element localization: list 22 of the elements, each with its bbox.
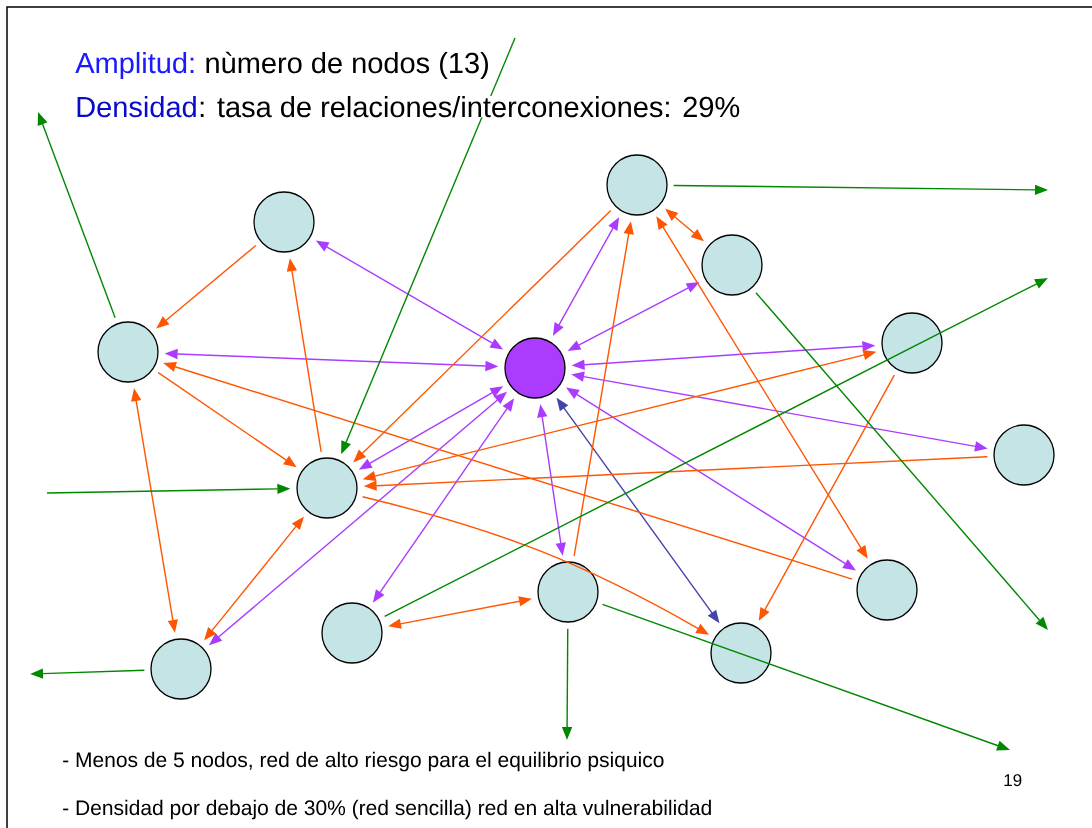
heading-text: Densidad <box>77 96 196 118</box>
network-node <box>504 337 566 399</box>
network-node <box>701 234 763 296</box>
network-node <box>253 191 315 253</box>
arrow <box>566 387 856 571</box>
network-node <box>97 321 159 383</box>
arrow <box>755 292 1048 630</box>
page-number: 19 <box>1004 774 1022 787</box>
network-node <box>537 561 599 623</box>
network-node <box>881 312 943 374</box>
network-node <box>150 638 212 700</box>
heading-text: nùmero de nodos (13) <box>204 51 490 79</box>
note-text: - Menos de 5 nodos, red de alto riesgo para el equilibrio psiquico <box>63 751 664 772</box>
network-node <box>856 559 918 621</box>
heading-text: : tasa de relaciones/interconexiones: 29% <box>198 96 741 118</box>
heading-text: Amplitud: <box>75 52 194 80</box>
network-node <box>710 622 772 684</box>
network-node <box>993 424 1055 486</box>
network-node <box>606 154 668 216</box>
network-node <box>296 457 358 519</box>
note-text: - Densidad por debajo de 30% (red sencilla) red en alta vulnerabilidad <box>63 799 711 820</box>
network-node <box>321 602 383 664</box>
